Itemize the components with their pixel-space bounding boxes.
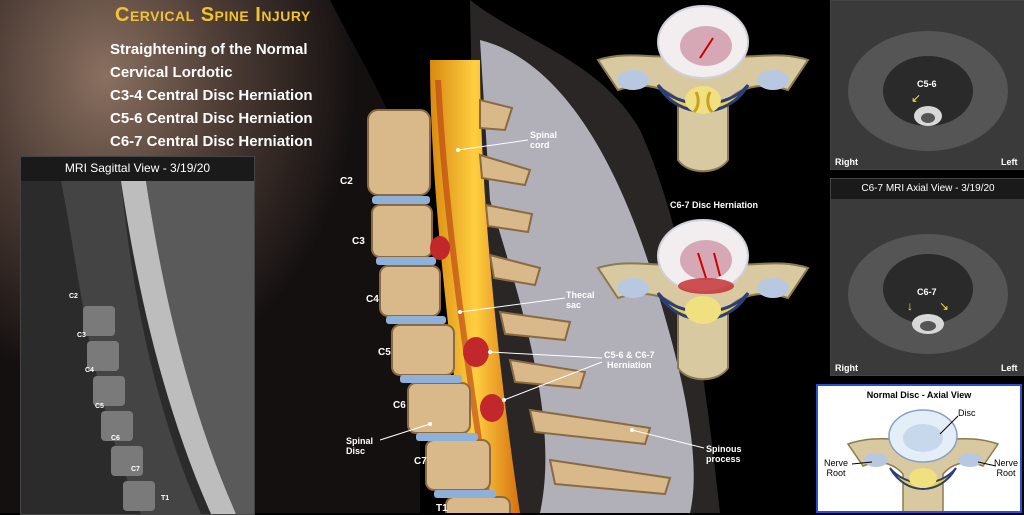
axial-vertebra-top — [596, 5, 810, 173]
normal-disc-illustration — [846, 409, 1000, 511]
finding-item: Straightening of the Normal — [110, 41, 308, 58]
vertebra-label: C4 — [366, 294, 379, 305]
mri-level-label: C5 — [95, 403, 104, 410]
axial-mri-c67-panel: C6-7 MRI Axial View - 3/19/20 C6-7 ↓ ↘ R… — [830, 178, 1024, 376]
axial-c67-right-label: Right — [835, 363, 858, 373]
vertebra-label: C2 — [340, 176, 353, 187]
mri-level-label: C3 — [77, 332, 86, 339]
disc-label: Disc — [958, 408, 976, 418]
findings-list: Straightening of the Normal Cervical Lor… — [110, 38, 313, 153]
axial-mri-c67-image — [831, 199, 1024, 375]
axial-mri-c56-panel: C5-6 ↙ Right Left — [830, 0, 1024, 170]
spinous-process-label: Spinous process — [706, 444, 742, 464]
vertebra-label: C7 — [414, 456, 427, 467]
mri-sagittal-image — [21, 181, 254, 514]
mri-sagittal-title: MRI Sagittal View - 3/19/20 — [64, 161, 211, 175]
axial-mri-c67-title: C6-7 MRI Axial View - 3/19/20 — [861, 183, 995, 194]
herniation-label: C5-6 & C6-7 Herniation — [604, 350, 655, 370]
normal-disc-panel: Normal Disc - Axial View Disc Nerve Root… — [816, 384, 1022, 513]
arrow-icon: ↙ — [911, 91, 922, 105]
finding-item: C5-6 Central Disc Herniation — [110, 110, 313, 127]
spinal-cord-label: Spinal cord — [530, 130, 558, 150]
axial-c67-left-label: Left — [1001, 363, 1018, 373]
page-title: Cervical Spine Injury — [115, 4, 311, 26]
axial-c56-left-label: Left — [1001, 157, 1018, 167]
vertebra-label: C5 — [378, 347, 391, 358]
nerve-root-left-label: Nerve Root — [824, 458, 849, 478]
nerve-root-right-label: Nerve Root — [994, 458, 1019, 478]
arrow-icon: ↘ — [939, 299, 950, 313]
axial-c56-right-label: Right — [835, 157, 858, 167]
finding-item: C3-4 Central Disc Herniation — [110, 87, 313, 104]
vertebra-label: T1 — [436, 503, 448, 514]
axial-vertebra-bottom — [596, 219, 810, 381]
spinal-disc-label: Spinal Disc — [346, 436, 374, 456]
mri-level-label: C7 — [131, 466, 140, 473]
mri-level-label: C4 — [85, 367, 94, 374]
mri-level-label: C2 — [69, 293, 78, 300]
normal-disc-title: Normal Disc - Axial View — [866, 390, 972, 400]
vertebra-label: C6 — [393, 400, 406, 411]
axial-c67-level-label: C6-7 — [917, 287, 937, 297]
axial-c56-level-label: C5-6 — [917, 79, 937, 89]
mri-level-label: C6 — [111, 435, 120, 442]
thecal-sac-label: Thecal sac — [566, 290, 595, 310]
arrow-icon: ↓ — [907, 299, 913, 313]
finding-item: C6-7 Central Disc Herniation — [110, 133, 313, 150]
c67-disc-herniation-label: C6-7 Disc Herniation — [670, 200, 759, 210]
mri-level-label: T1 — [161, 495, 170, 502]
finding-item: Cervical Lordotic — [110, 64, 233, 81]
vertebra-label: C3 — [352, 236, 365, 247]
axial-mri-c56-image — [831, 1, 1024, 169]
